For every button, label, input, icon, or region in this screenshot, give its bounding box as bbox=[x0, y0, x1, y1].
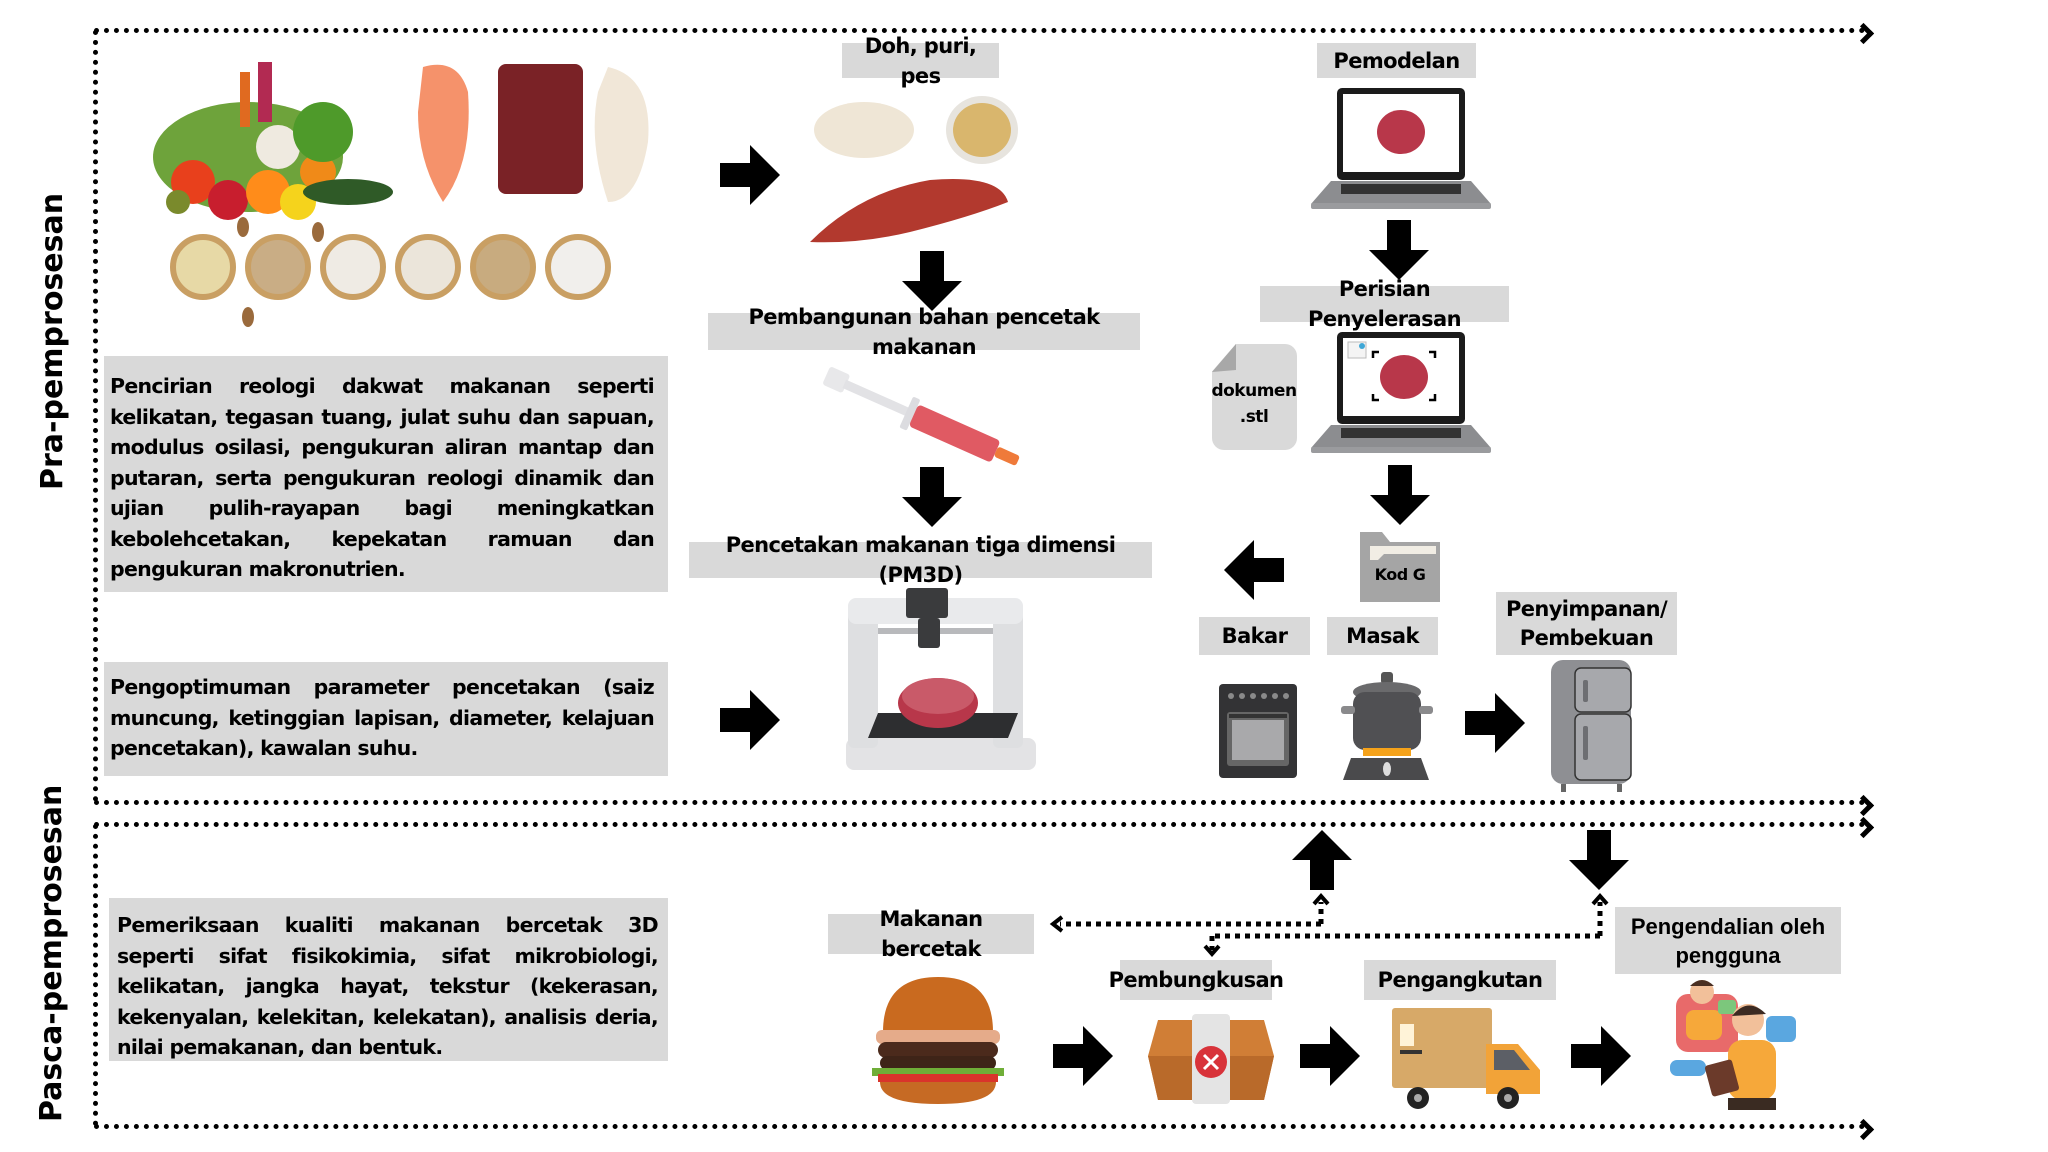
frame-bottom-arrowhead-pre bbox=[1852, 794, 1875, 817]
label-dough-puree-paste: Doh, puri, pes bbox=[842, 34, 999, 88]
rheology-description: Pencirian reologi dakwat makanan seperti… bbox=[104, 356, 668, 592]
flour-bowls-icon bbox=[170, 217, 611, 327]
arrow-down-icon bbox=[1569, 830, 1629, 890]
label-printer-material-development: Pembangunan bahan pencetak makanan bbox=[708, 305, 1140, 359]
arrow-down-icon bbox=[902, 467, 962, 527]
frame-bottom-line-pre bbox=[94, 800, 1866, 805]
frame-top-line bbox=[94, 28, 1866, 33]
label-storage-line2: Pembekuan bbox=[1519, 625, 1654, 650]
frame-bottom-arrowhead-post bbox=[1852, 1118, 1875, 1141]
gcode-folder-label: Kod G bbox=[1374, 565, 1426, 584]
delivery-truck-icon bbox=[1392, 1008, 1540, 1109]
laptop-patty-model-icon bbox=[1311, 88, 1491, 209]
arrow-right-icon bbox=[1053, 1026, 1113, 1086]
dotted-connector-printed-food bbox=[1049, 892, 1330, 933]
users-interacting-icon bbox=[1670, 980, 1796, 1110]
label-printed-food: Makanan bercetak bbox=[828, 907, 1034, 961]
arrow-right-icon bbox=[720, 145, 780, 205]
raw-meat-icon bbox=[418, 64, 649, 203]
arrow-right-icon bbox=[1465, 693, 1525, 753]
gcode-folder-icon bbox=[1360, 532, 1440, 602]
frame-bottom-line-post bbox=[94, 1124, 1866, 1129]
arrow-down-icon bbox=[1369, 220, 1429, 280]
stl-file-label-line1: dokumen bbox=[1211, 381, 1297, 401]
label-bake: Bakar bbox=[1199, 617, 1310, 655]
raw-ingredients-image bbox=[153, 62, 649, 327]
syringe-icon bbox=[823, 367, 1020, 466]
label-slicer-software: Perisian Penyelerasan bbox=[1260, 277, 1509, 331]
label-user-line2: pengguna bbox=[1675, 942, 1781, 968]
arrow-up-icon bbox=[1292, 830, 1352, 890]
label-user-handling: Pengendalian oleh pengguna bbox=[1615, 907, 1841, 974]
laptop-slicer-icon bbox=[1311, 332, 1491, 453]
label-user-line1: Pengendalian oleh bbox=[1630, 913, 1826, 939]
file-corner-fold bbox=[1212, 344, 1236, 372]
food-3d-printer-icon bbox=[846, 588, 1036, 770]
section-title-pre-processing: Pra-pemprosesan bbox=[35, 192, 70, 490]
cooking-pot-stove-icon bbox=[1341, 672, 1433, 780]
frame-top-arrowhead-post bbox=[1852, 816, 1875, 839]
dough-puree-paste-image bbox=[810, 96, 1018, 243]
label-packaging: Pembungkusan bbox=[1109, 960, 1284, 1000]
arrow-right-icon bbox=[720, 690, 780, 750]
oven-icon bbox=[1219, 684, 1297, 778]
arrow-right-icon bbox=[1571, 1026, 1631, 1086]
label-cook: Masak bbox=[1327, 617, 1438, 655]
burger-image bbox=[872, 977, 1004, 1104]
frame-left-line-pre bbox=[93, 30, 98, 802]
frame-top-line-post bbox=[94, 822, 1866, 827]
printing-parameter-description: Pengoptimuman parameter pencetakan (saiz… bbox=[104, 662, 668, 776]
label-storage-line1: Penyimpanan/ bbox=[1505, 596, 1668, 621]
arrow-down-icon bbox=[1370, 465, 1430, 525]
label-storage-freezing: Penyimpanan/ Pembekuan bbox=[1496, 592, 1677, 655]
stl-file-label-line2: .stl bbox=[1239, 407, 1269, 427]
food-package-icon bbox=[1148, 1014, 1274, 1104]
arrow-right-icon bbox=[1300, 1026, 1360, 1086]
frame-left-line-post bbox=[93, 824, 98, 1126]
arrow-down-icon bbox=[902, 251, 962, 311]
label-transport: Pengangkutan bbox=[1364, 960, 1556, 1000]
arrow-left-icon bbox=[1224, 540, 1284, 600]
frame-top-arrowhead bbox=[1852, 22, 1875, 45]
refrigerator-icon bbox=[1551, 660, 1632, 792]
section-title-post-processing: Pasca-pemprosesan bbox=[34, 784, 69, 1122]
label-modeling: Pemodelan bbox=[1317, 43, 1476, 78]
stl-file-label: dokumen .stl bbox=[1206, 378, 1302, 430]
quality-inspection-description: Pemeriksaan kualiti makanan bercetak 3D … bbox=[109, 898, 668, 1061]
dotted-connector-packaging bbox=[1203, 892, 1609, 958]
fruits-vegetables-icon bbox=[153, 62, 393, 220]
label-3d-food-printing: Pencetakan makanan tiga dimensi (PM3D) bbox=[689, 533, 1152, 587]
